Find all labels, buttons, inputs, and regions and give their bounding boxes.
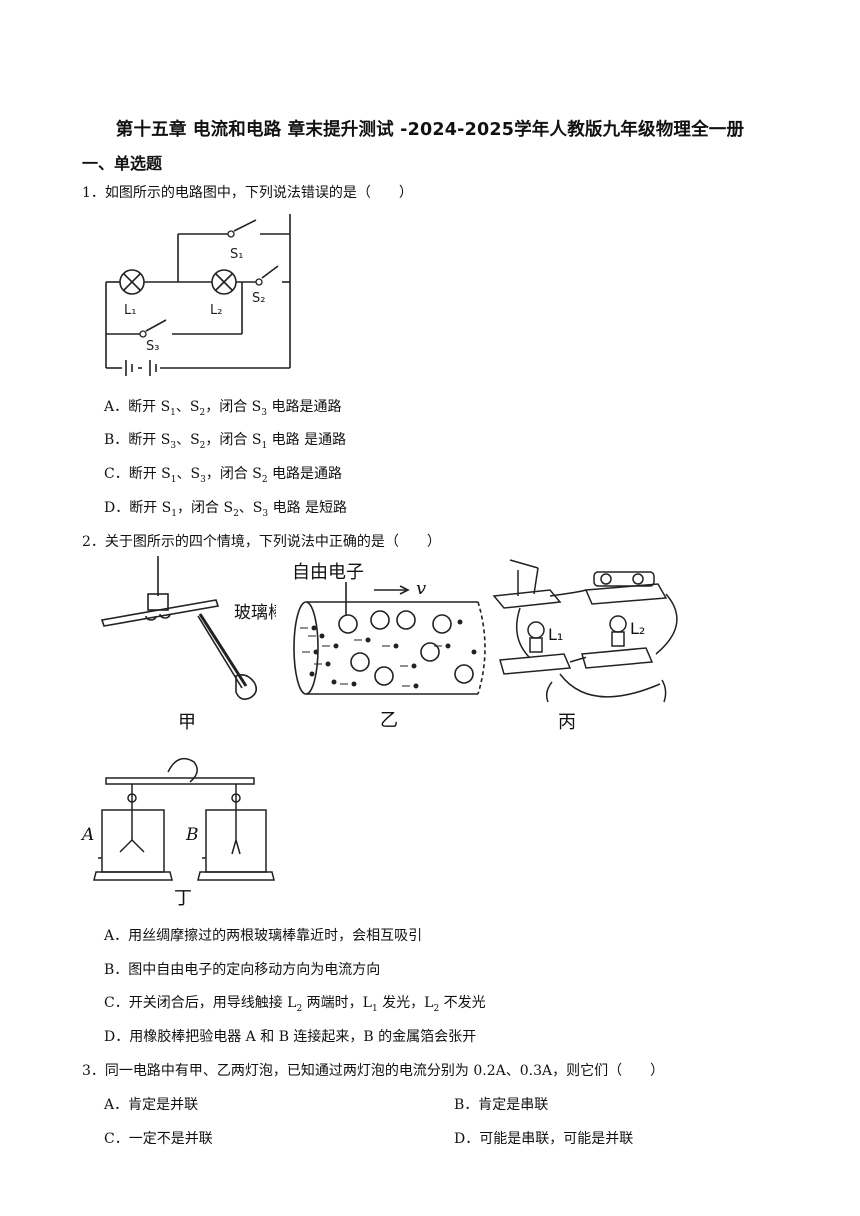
q3-option-c[interactable]: C．一定不是并联 [104,1131,213,1147]
figure-yi-free-electrons: 自由电子 v 乙 [292,562,486,731]
q1-option-b[interactable]: B．断开 S3、S2，闭合 S1 电路 是通路 [104,432,347,451]
q2-option-b[interactable]: B．图中自由电子的定向移动方向为电流方向 [104,962,381,978]
free-electron-label: 自由电子 [292,562,364,583]
q1-option-a[interactable]: A．断开 S1、S2，闭合 S3 电路是通路 [104,399,342,418]
lamp-l1-label-bing: L₁ [548,625,563,644]
question-3-stem: 3．同一电路中有甲、乙两灯泡，已知通过两灯泡的电流分别为 0.2A、0.3A，则… [82,1063,665,1079]
q1-option-d[interactable]: D．断开 S1，闭合 S2、S3 电路 是短路 [104,500,348,519]
q2-option-d[interactable]: D．用橡胶棒把验电器 A 和 B 连接起来，B 的金属箔会张开 [104,1029,477,1045]
figure-ding-electroscopes: A B 丁 [80,757,275,909]
figure-bing-circuit: L₁ L₂ 丙 [492,559,678,733]
circuit-diagram-q1: S₁ S₂ S₃ L₁ L₂ [105,214,291,376]
switch-s2-label: S₂ [252,291,265,306]
glass-rod-label: 玻璃棒 [234,603,276,623]
figure-bing-caption: 丙 [558,712,576,733]
lamp-l1-label: L₁ [124,303,136,318]
q3-option-d[interactable]: D．可能是串联，可能是并联 [454,1131,634,1147]
q2-option-a[interactable]: A．用丝绸摩擦过的两根玻璃棒靠近时，会相互吸引 [104,928,423,944]
section-heading: 一、单选题 [82,154,163,173]
velocity-label: v [416,578,426,599]
page-title: 第十五章 电流和电路 章末提升测试 -2024-2025学年人教版九年级物理全一… [115,120,745,140]
q2-option-c[interactable]: C．开关闭合后，用导线触接 L2 两端时，L1 发光，L2 不发光 [104,995,486,1014]
switch-s1-label: S₁ [230,247,243,262]
switch-s3-label: S₃ [146,339,159,354]
question-2-stem: 2．关于图所示的四个情境，下列说法中正确的是（ ） [82,534,441,550]
lamp-l2-label-bing: L₂ [630,619,645,638]
figure-jia-caption: 甲 [178,712,196,733]
q3-option-b[interactable]: B．肯定是串联 [454,1097,549,1113]
electroscope-b-label: B [185,825,199,845]
question-1-stem: 1．如图所示的电路图中，下列说法错误的是（ ） [82,185,413,201]
lamp-l2-label: L₂ [210,303,222,318]
figure-ding-caption: 丁 [174,888,192,909]
q3-option-a[interactable]: A．肯定是并联 [104,1097,199,1113]
figure-yi-caption: 乙 [380,710,398,731]
figure-jia-glass-rods: 玻璃棒 甲 [100,556,276,733]
q1-option-c[interactable]: C．断开 S1、S3，闭合 S2 电路是通路 [104,466,343,485]
electroscope-a-label: A [80,825,94,845]
